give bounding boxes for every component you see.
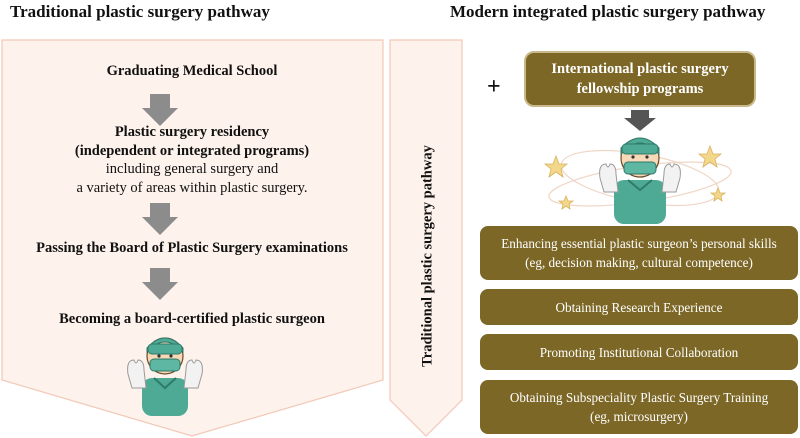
down-arrow-icon	[142, 203, 178, 235]
research-label: Obtaining Research Experience	[555, 299, 723, 315]
down-arrow-icon	[624, 110, 656, 131]
collaboration-label: Promoting Institutional Collaboration	[539, 344, 739, 360]
step-graduating: Graduating Medical School	[106, 63, 278, 79]
skills-line-1: Enhancing essential plastic surgeon’s pe…	[501, 236, 777, 251]
down-arrow-icon	[142, 268, 178, 300]
step-board-exam: Passing the Board of Plastic Surgery exa…	[36, 240, 348, 256]
step-residency-sub: (independent or integrated programs)	[74, 142, 310, 159]
skills-line-2: (eg, decision making, cultural competenc…	[525, 255, 753, 270]
step-residency-desc-2: a variety of areas within plastic surger…	[76, 179, 308, 196]
step-residency-desc-1: including general surgery and	[105, 161, 279, 177]
subspeciality-box: Obtaining Subspeciality Plastic Surgery …	[480, 380, 798, 434]
research-box: Obtaining Research Experience	[480, 289, 798, 325]
vertical-traditional-label: Traditional plastic surgery pathway	[419, 145, 436, 367]
skills-box: Enhancing essential plastic surgeon’s pe…	[480, 226, 798, 280]
subspeciality-line-1: Obtaining Subspeciality Plastic Surgery …	[509, 390, 769, 405]
right-heading: Modern integrated plastic surgery pathwa…	[450, 2, 766, 21]
step-residency: Plastic surgery residency (independent o…	[2, 123, 382, 197]
surgeon-stars-illustration	[543, 137, 732, 224]
fellowship-line-1: International plastic surgery	[551, 61, 729, 77]
vertical-label-wrap: Traditional plastic surgery pathway	[388, 38, 468, 438]
collaboration-box: Promoting Institutional Collaboration	[480, 334, 798, 370]
plus-sign: +	[487, 74, 501, 100]
left-heading: Traditional plastic surgery pathway	[10, 2, 270, 21]
fellowship-line-2: fellowship programs	[576, 81, 704, 97]
surgeon-illustration	[127, 337, 203, 416]
subspeciality-line-2: (eg, microsurgery)	[590, 409, 688, 424]
down-arrow-icon	[142, 94, 178, 126]
step-residency-title: Plastic surgery residency	[114, 124, 270, 140]
step-board-certified: Becoming a board-certified plastic surge…	[59, 311, 325, 327]
fellowship-box: International plastic surgery fellowship…	[524, 51, 756, 107]
